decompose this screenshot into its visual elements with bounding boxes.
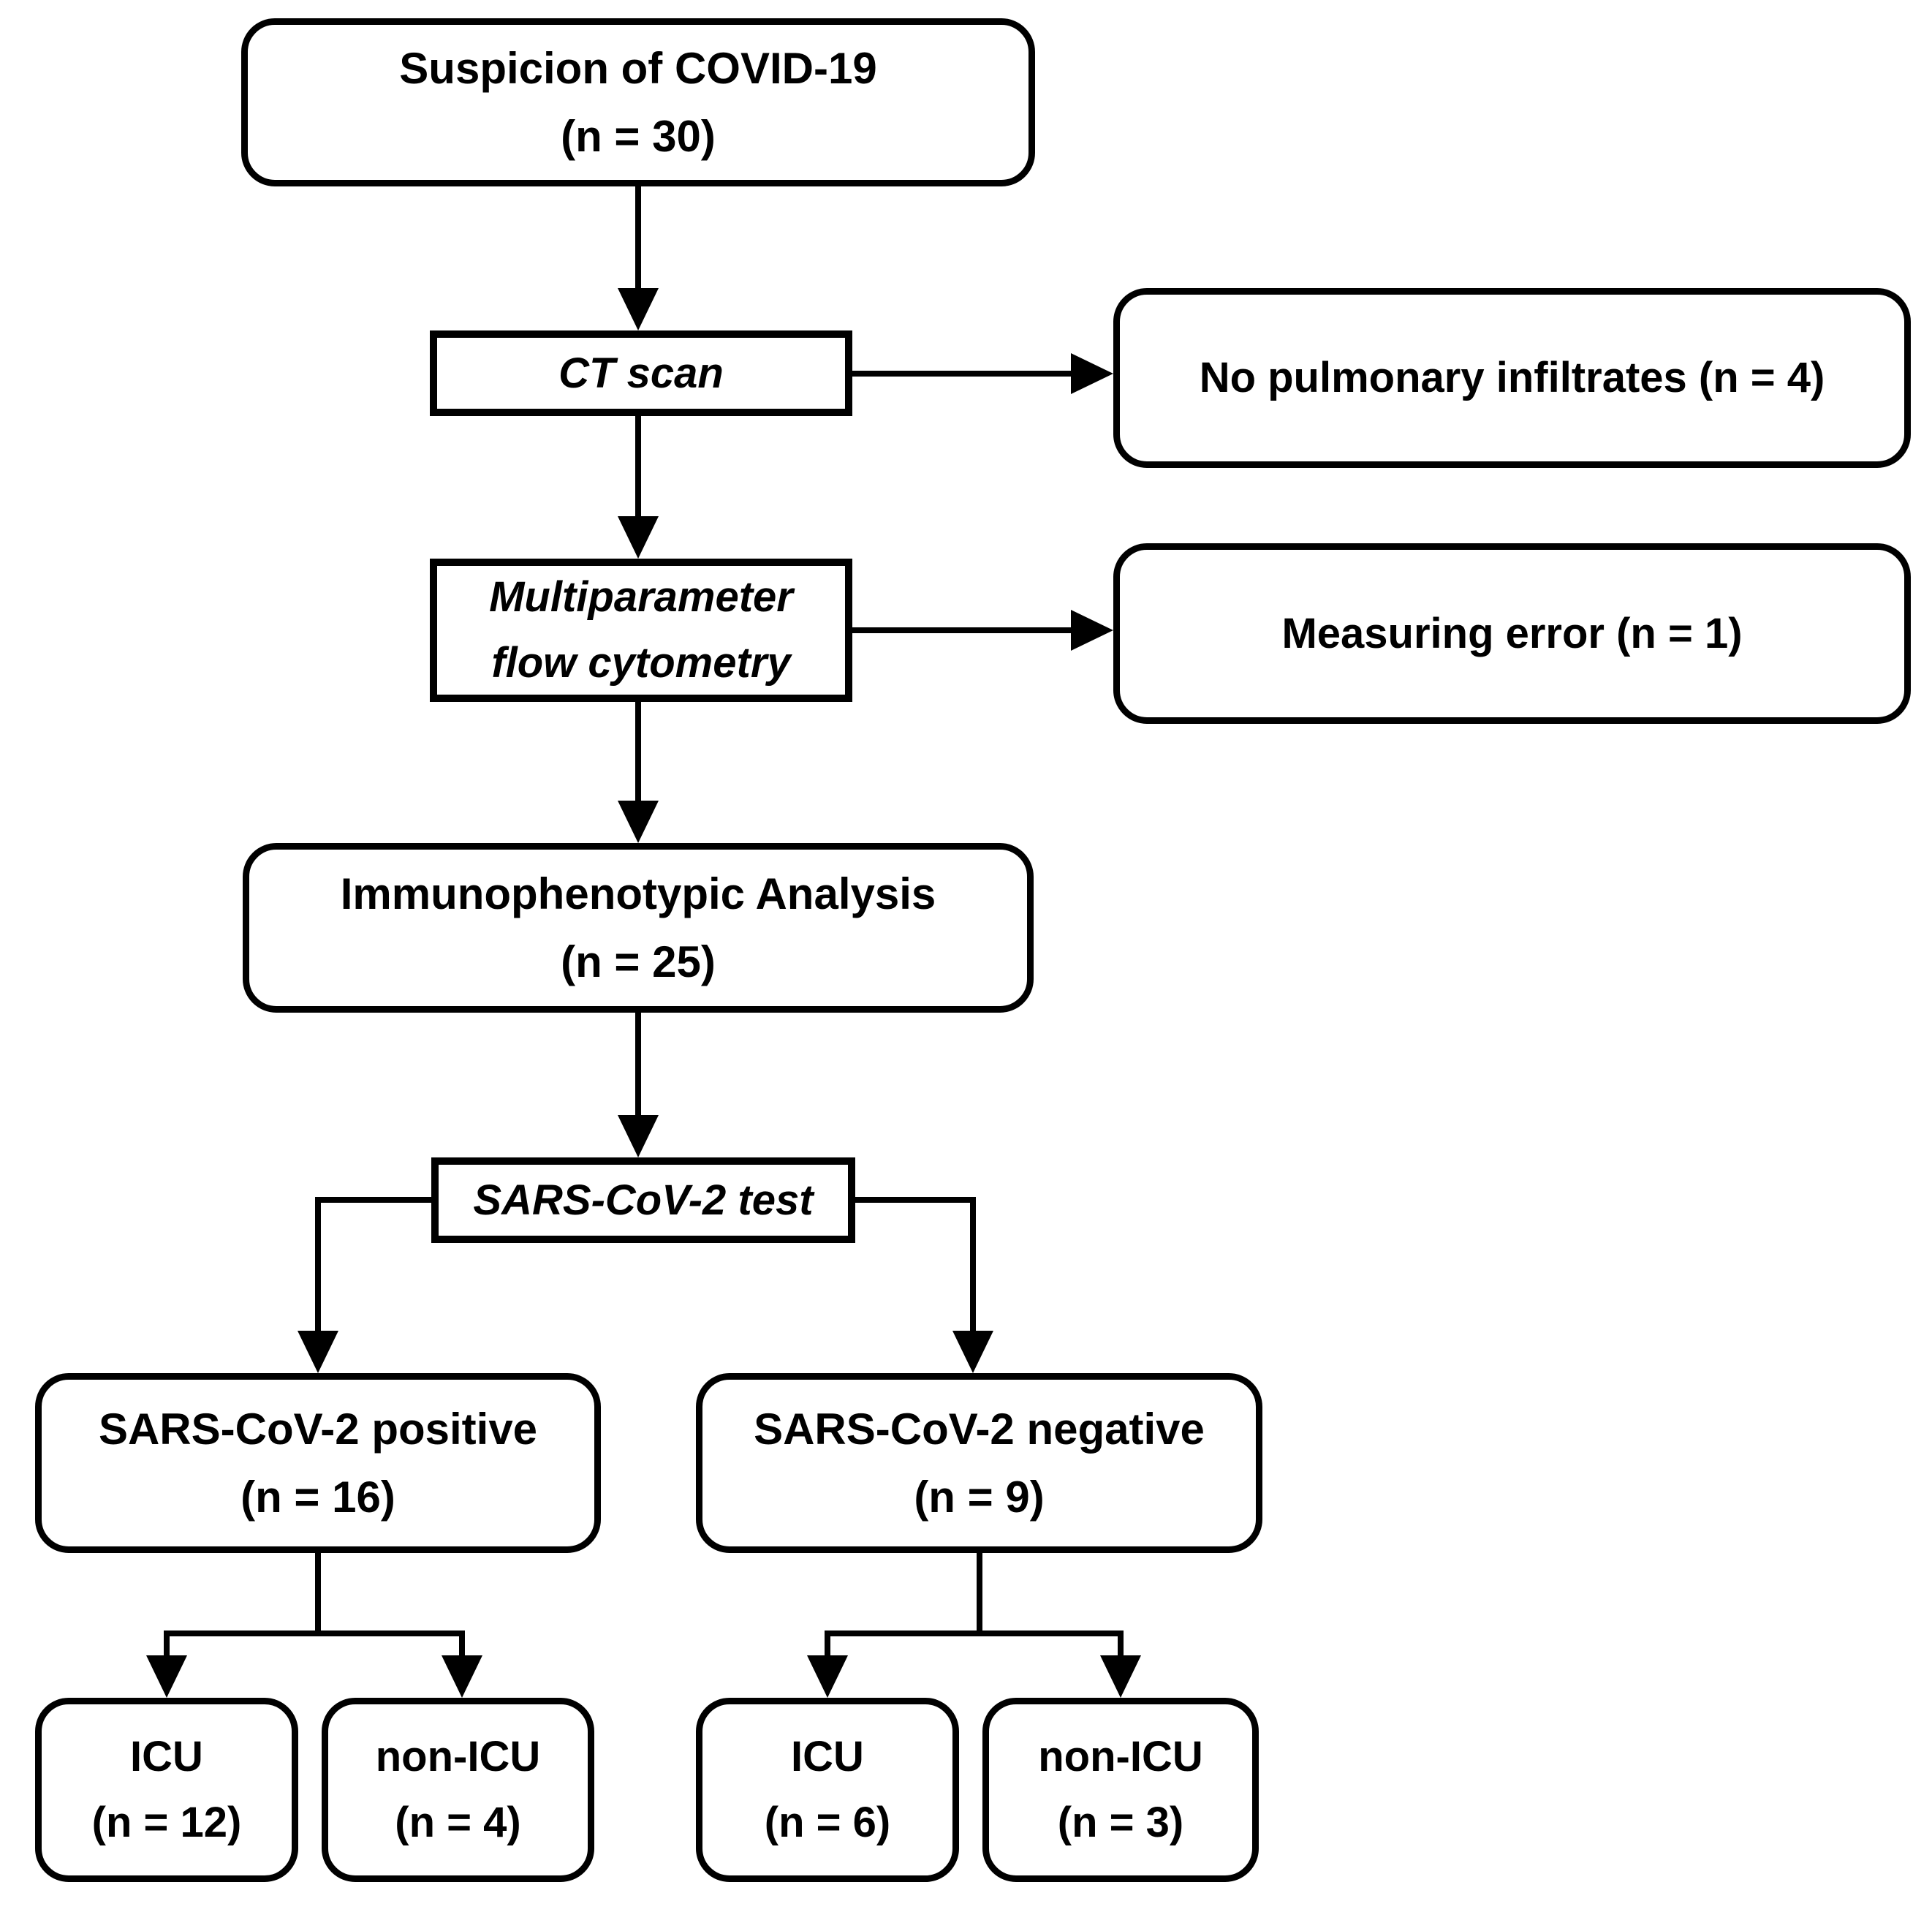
node-negative-icu-label: ICU bbox=[791, 1733, 864, 1781]
node-measuring-error: Measuring error (n = 1) bbox=[1113, 543, 1911, 724]
node-suspicion-label: Suspicion of COVID-19 bbox=[399, 44, 877, 93]
node-immunophenotypic-analysis: Immunophenotypic Analysis (n = 25) bbox=[243, 843, 1034, 1013]
node-flow-cytometry-label-line1: Multiparameter bbox=[489, 573, 793, 621]
connector-negative-split bbox=[825, 1553, 1124, 1655]
node-no-pulmonary-infiltrates-label: No pulmonary infiltrates (n = 4) bbox=[1199, 354, 1825, 402]
arrowhead-to-cytometry bbox=[618, 516, 659, 559]
node-sars-positive-count: (n = 16) bbox=[240, 1473, 395, 1522]
connector-positive-split bbox=[164, 1553, 465, 1655]
node-sars-negative-count: (n = 9) bbox=[914, 1473, 1045, 1522]
arrowhead-to-positive bbox=[298, 1331, 338, 1373]
node-sars-negative: SARS-CoV-2 negative (n = 9) bbox=[696, 1373, 1262, 1553]
node-positive-icu-count: (n = 12) bbox=[91, 1799, 242, 1846]
node-positive-non-icu-count: (n = 4) bbox=[395, 1799, 521, 1846]
node-sars-negative-label: SARS-CoV-2 negative bbox=[754, 1405, 1205, 1454]
node-positive-icu: ICU (n = 12) bbox=[35, 1698, 298, 1882]
node-sars-cov2-test-label: SARS-CoV-2 test bbox=[473, 1176, 814, 1224]
arrowhead-to-positive-non-icu bbox=[442, 1655, 482, 1698]
node-ct-scan-label: CT scan bbox=[558, 349, 724, 397]
node-immunophenotypic-analysis-count: (n = 25) bbox=[561, 937, 716, 986]
arrowhead-to-measuring-error bbox=[1071, 610, 1113, 651]
node-no-pulmonary-infiltrates: No pulmonary infiltrates (n = 4) bbox=[1113, 288, 1911, 468]
arrowhead-to-negative-icu bbox=[807, 1655, 848, 1698]
node-flow-cytometry-label-line2: flow cytometry bbox=[491, 639, 791, 687]
connector-test-to-negative bbox=[855, 1197, 976, 1331]
node-suspicion: Suspicion of COVID-19 (n = 30) bbox=[241, 18, 1035, 186]
node-ct-scan: CT scan bbox=[430, 330, 852, 416]
arrowhead-to-test bbox=[618, 1115, 659, 1157]
node-sars-cov2-test: SARS-CoV-2 test bbox=[431, 1157, 855, 1243]
arrowhead-to-negative bbox=[952, 1331, 993, 1373]
node-negative-non-icu-count: (n = 3) bbox=[1057, 1799, 1184, 1846]
node-negative-non-icu-label: non-ICU bbox=[1038, 1733, 1203, 1781]
arrowhead-to-negative-non-icu bbox=[1100, 1655, 1141, 1698]
arrowhead-to-no-infiltrates bbox=[1071, 353, 1113, 394]
node-immunophenotypic-analysis-label: Immunophenotypic Analysis bbox=[340, 869, 936, 918]
node-flow-cytometry: Multiparameter flow cytometry bbox=[430, 559, 852, 702]
node-negative-icu: ICU (n = 6) bbox=[696, 1698, 959, 1882]
node-suspicion-count: (n = 30) bbox=[561, 112, 716, 161]
node-positive-non-icu-label: non-ICU bbox=[375, 1733, 541, 1781]
node-sars-positive: SARS-CoV-2 positive (n = 16) bbox=[35, 1373, 601, 1553]
node-positive-icu-label: ICU bbox=[130, 1733, 203, 1781]
connector-test-to-positive bbox=[315, 1197, 431, 1331]
arrowhead-to-immunophenotypic bbox=[618, 801, 659, 843]
arrowhead-to-ctscan bbox=[618, 288, 659, 330]
node-sars-positive-label: SARS-CoV-2 positive bbox=[98, 1405, 538, 1454]
node-positive-non-icu: non-ICU (n = 4) bbox=[322, 1698, 594, 1882]
node-negative-icu-count: (n = 6) bbox=[764, 1799, 891, 1846]
arrowhead-to-positive-icu bbox=[146, 1655, 187, 1698]
node-negative-non-icu: non-ICU (n = 3) bbox=[982, 1698, 1259, 1882]
node-measuring-error-label: Measuring error (n = 1) bbox=[1281, 609, 1743, 657]
